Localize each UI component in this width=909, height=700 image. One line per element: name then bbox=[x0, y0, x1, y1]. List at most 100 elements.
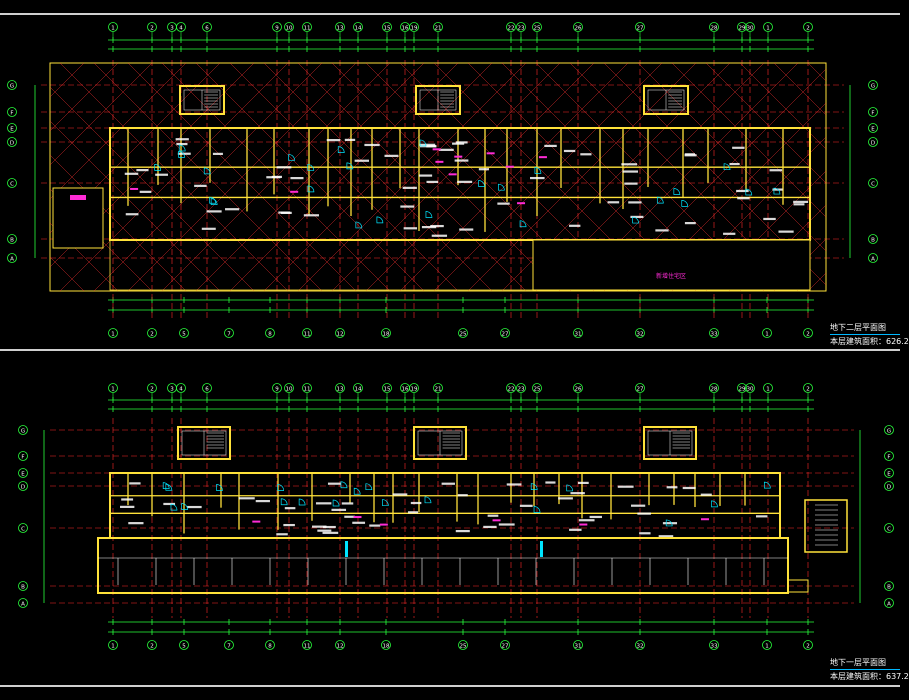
room-label bbox=[177, 152, 191, 155]
magenta-annotation bbox=[505, 165, 514, 168]
title-underline bbox=[830, 334, 900, 335]
room-label bbox=[312, 525, 327, 528]
axis-bubble-label: C bbox=[871, 182, 875, 188]
room-label bbox=[459, 228, 474, 231]
room-label bbox=[290, 177, 304, 180]
axis-bubble-label: 8 bbox=[268, 332, 272, 338]
axis-bubble bbox=[709, 328, 719, 338]
room-label bbox=[497, 202, 510, 205]
room-label bbox=[457, 494, 468, 497]
hatch-line bbox=[297, 63, 527, 291]
door-swing bbox=[307, 185, 315, 193]
axis-bubble-label: 5 bbox=[182, 332, 186, 338]
stair-small bbox=[787, 579, 809, 593]
door-swing bbox=[178, 144, 186, 152]
magenta-annotation bbox=[486, 152, 495, 155]
room-label bbox=[506, 483, 522, 486]
axis-bubble bbox=[18, 581, 28, 591]
axis-bubble-label: 29 bbox=[739, 26, 746, 32]
axis-bubble-label: 31 bbox=[575, 332, 582, 338]
room-label bbox=[410, 501, 422, 505]
axis-bubble bbox=[335, 640, 345, 650]
axis-bubble-label: 12 bbox=[337, 332, 344, 338]
door-swing bbox=[162, 482, 170, 489]
axis-bubble-label: B bbox=[887, 585, 891, 591]
axis-bubble-label: 26 bbox=[575, 26, 582, 32]
door-swing bbox=[530, 483, 538, 490]
axis-bubble bbox=[335, 328, 345, 338]
room-label bbox=[418, 174, 433, 177]
axis-bubble bbox=[868, 178, 878, 188]
stair-core-wall bbox=[179, 85, 225, 115]
axis-bubble bbox=[265, 640, 275, 650]
room-label bbox=[628, 201, 642, 204]
axis-bubble-label: 2 bbox=[806, 26, 810, 32]
axis-bubble-label: 18 bbox=[383, 644, 390, 650]
axis-bubble-label: D bbox=[10, 141, 14, 147]
room-label bbox=[317, 529, 332, 532]
axis-bubble bbox=[458, 640, 468, 650]
axis-bubble bbox=[18, 425, 28, 435]
door-swing bbox=[773, 187, 781, 195]
door-swing bbox=[665, 519, 673, 527]
axis-bubble-label: 27 bbox=[502, 644, 509, 650]
door-swing bbox=[353, 487, 361, 495]
hatch-line bbox=[50, 222, 119, 291]
room-label bbox=[769, 169, 783, 172]
axis-bubble bbox=[516, 22, 526, 32]
viewport-separator-bottom bbox=[0, 685, 900, 687]
room-label bbox=[622, 170, 639, 173]
axis-bubble bbox=[353, 22, 363, 32]
room-label bbox=[121, 498, 134, 501]
room-label bbox=[344, 138, 356, 142]
axis-bubble bbox=[635, 328, 645, 338]
axis-bubble bbox=[18, 523, 28, 533]
axis-bubble bbox=[573, 328, 583, 338]
axis-bubble bbox=[302, 383, 312, 393]
axis-bubble-label: A bbox=[21, 602, 25, 608]
axis-bubble bbox=[884, 581, 894, 591]
room-label bbox=[238, 497, 255, 500]
axis-bubble-label: B bbox=[871, 238, 875, 244]
door-swing bbox=[425, 211, 433, 218]
axis-bubble bbox=[18, 451, 28, 461]
magenta-annotation bbox=[353, 516, 362, 519]
axis-bubble bbox=[147, 383, 157, 393]
room-label bbox=[176, 142, 188, 146]
room-label bbox=[655, 229, 669, 232]
door-swing bbox=[424, 496, 432, 504]
room-label bbox=[457, 180, 473, 183]
axis-bubble bbox=[458, 328, 468, 338]
room-label bbox=[323, 525, 336, 529]
door-swing bbox=[288, 154, 295, 161]
magenta-annotation bbox=[379, 523, 388, 526]
axis-bubble-label: 18 bbox=[383, 332, 390, 338]
room-label bbox=[455, 529, 470, 533]
axis-bubble-label: 32 bbox=[637, 332, 644, 338]
axis-bubble bbox=[224, 328, 234, 338]
axis-bubble-label: 23 bbox=[518, 26, 525, 32]
room-label bbox=[684, 154, 697, 157]
axis-bubble bbox=[302, 640, 312, 650]
axis-bubble bbox=[302, 22, 312, 32]
axis-bubble bbox=[7, 178, 17, 188]
room-label bbox=[778, 230, 794, 233]
axis-bubble bbox=[302, 328, 312, 338]
room-label bbox=[430, 224, 444, 228]
title-underline bbox=[830, 669, 900, 670]
stair-core-wall bbox=[413, 426, 467, 460]
door-swing bbox=[534, 167, 542, 174]
door-swing bbox=[203, 167, 211, 175]
room-label bbox=[578, 519, 595, 522]
room-label bbox=[455, 141, 468, 144]
room-label bbox=[139, 190, 152, 193]
axis-bubble bbox=[532, 22, 542, 32]
axis-bubble-label: 7 bbox=[227, 332, 231, 338]
ramp-outline bbox=[804, 499, 848, 553]
plan-title-block-2: 地下一层平面图 本层建筑面积：637.2 bbox=[830, 657, 909, 682]
axis-bubble bbox=[803, 640, 813, 650]
axis-bubble bbox=[265, 328, 275, 338]
hatch-line bbox=[399, 63, 629, 291]
axis-bubble-label: 27 bbox=[637, 26, 644, 32]
axis-bubble bbox=[381, 640, 391, 650]
